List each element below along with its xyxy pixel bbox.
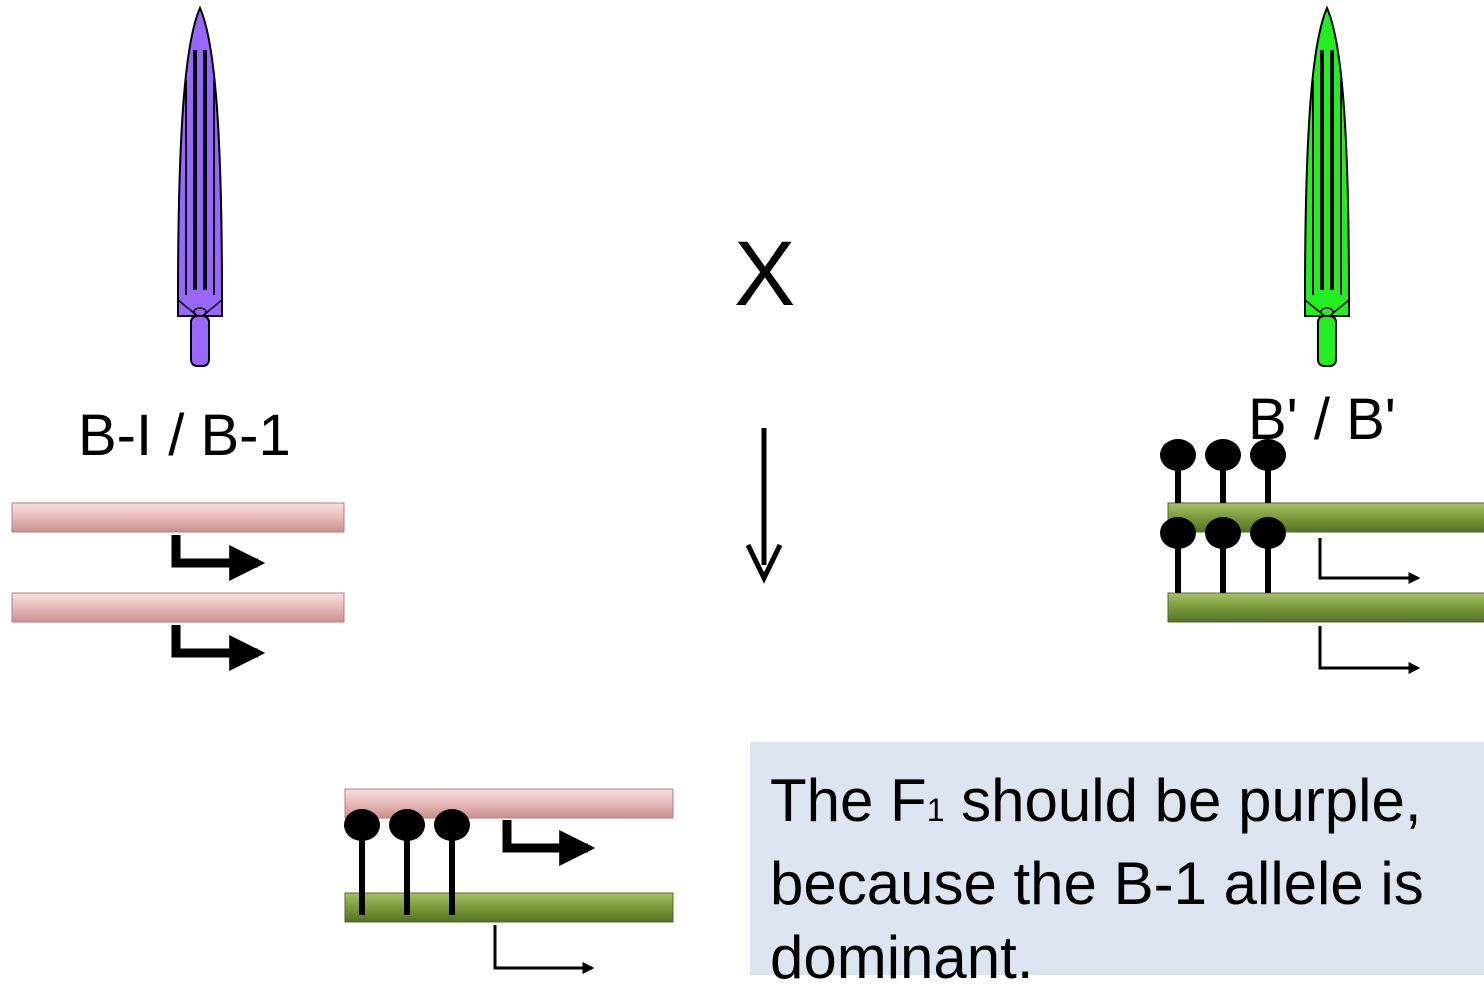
methyl-marks-icon: [1160, 439, 1286, 503]
cross-diagram: [11, 5, 1484, 974]
left-parent-genotype: B-I / B-1: [78, 403, 291, 468]
methyl-marks-icon: [344, 809, 470, 915]
callout-text-end: should be purple, because the B-1 allele…: [770, 767, 1424, 991]
f1-allele-silenced: [344, 809, 674, 974]
methyl-marks-icon: [1160, 517, 1286, 593]
callout-text-start: The F: [770, 767, 927, 834]
purple-plant-icon: [177, 5, 223, 367]
conclusion-callout: The F1 should be purple, because the B-1…: [750, 742, 1484, 991]
right-allele-1: [1160, 439, 1484, 584]
callout-subscript: 1: [926, 792, 945, 828]
right-parent-genotype: B' / B': [1248, 387, 1396, 452]
left-allele-2: [11, 592, 345, 671]
green-plant-icon: [1304, 5, 1350, 367]
right-allele-2: [1160, 517, 1484, 674]
left-allele-1: [11, 502, 345, 581]
down-arrow-icon: [745, 428, 783, 584]
cross-symbol: X: [734, 223, 796, 325]
